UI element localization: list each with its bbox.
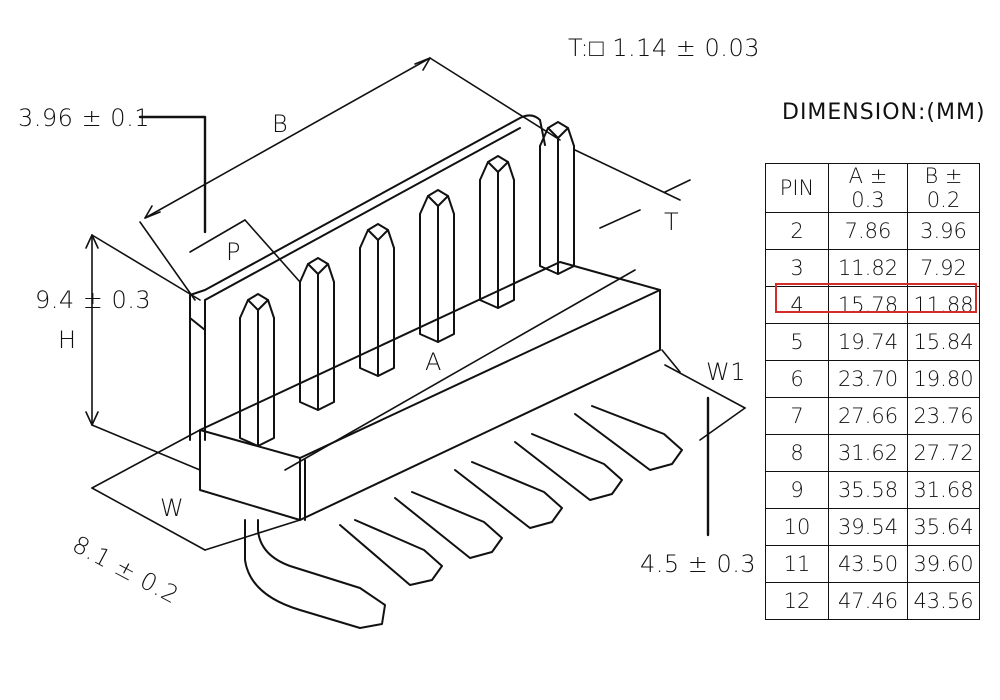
cell-pin: 5	[765, 323, 829, 361]
cell-b: 19.80	[907, 360, 980, 398]
thickness-label: T:□ 1.14 ± 0.03	[568, 34, 760, 62]
cell-a: 27.66	[828, 397, 908, 435]
pitch-tolerance-label: 3.96 ± 0.1	[18, 104, 150, 132]
table-row: 8 31.62 27.72	[765, 434, 980, 472]
cell-pin: 7	[765, 397, 829, 435]
cell-a: 7.86	[828, 212, 908, 250]
cell-b: 23.76	[907, 397, 980, 435]
dimension-table: PIN A ± 0.3 B ± 0.2 2 7.86 3.96 3 11.82 …	[765, 163, 980, 620]
pin-3	[359, 223, 395, 377]
cell-b: 15.84	[907, 323, 980, 361]
upright-pins	[239, 121, 575, 447]
dimension-a-label: A	[425, 348, 442, 376]
cell-a: 15.78	[828, 286, 908, 324]
table-row: 5 19.74 15.84	[765, 323, 980, 361]
cell-pin: 2	[765, 212, 829, 250]
cell-a: 23.70	[828, 360, 908, 398]
dimension-t-label: T	[664, 208, 680, 236]
cell-b: 43.56	[907, 582, 980, 620]
header-b: B ± 0.2	[907, 163, 980, 213]
cell-pin: 10	[765, 508, 829, 546]
pin-1	[239, 293, 275, 447]
cell-b: 35.64	[907, 508, 980, 546]
cell-a: 31.62	[828, 434, 908, 472]
header-a: A ± 0.3	[828, 163, 908, 213]
cell-b: 31.68	[907, 471, 980, 509]
table-row-highlighted: 4 15.78 11.88	[765, 286, 980, 324]
table-row: 3 11.82 7.92	[765, 249, 980, 287]
cell-a: 43.50	[828, 545, 908, 583]
cell-a: 39.54	[828, 508, 908, 546]
cell-pin: 8	[765, 434, 829, 472]
cell-b: 27.72	[907, 434, 980, 472]
dimension-p-label: P	[226, 238, 241, 266]
dimension-h-label: H	[58, 326, 77, 354]
cell-a: 47.46	[828, 582, 908, 620]
dimension-w1-label: W1	[706, 358, 746, 386]
tail-tolerance-label: 4.5 ± 0.3	[640, 550, 757, 578]
table-row: 12 47.46 43.56	[765, 582, 980, 620]
housing-back-wall	[189, 114, 546, 441]
housing-base	[199, 261, 661, 521]
header-pin: PIN	[765, 163, 829, 213]
cell-a: 35.58	[828, 471, 908, 509]
pin-5	[479, 155, 515, 309]
dimension-lines	[85, 57, 746, 551]
dimension-b-label: B	[272, 110, 289, 138]
height-tolerance-label: 9.4 ± 0.3	[35, 286, 152, 314]
pin-4	[419, 189, 455, 343]
tail-pins	[244, 405, 683, 629]
dimension-table-title: DIMENSION:(MM)	[782, 100, 986, 125]
dimension-w-label: W	[160, 494, 185, 522]
table-row: 6 23.70 19.80	[765, 360, 980, 398]
pin-2	[299, 257, 335, 411]
cell-pin: 12	[765, 582, 829, 620]
cell-pin: 3	[765, 249, 829, 287]
table-row: 7 27.66 23.76	[765, 397, 980, 435]
cell-b: 11.88	[907, 286, 980, 324]
table-row: 10 39.54 35.64	[765, 508, 980, 546]
cell-a: 11.82	[828, 249, 908, 287]
pin-6	[539, 121, 575, 275]
table-row: 2 7.86 3.96	[765, 212, 980, 250]
cell-b: 7.92	[907, 249, 980, 287]
cell-pin: 6	[765, 360, 829, 398]
cell-pin: 9	[765, 471, 829, 509]
cell-pin: 11	[765, 545, 829, 583]
cell-b: 3.96	[907, 212, 980, 250]
table-header-row: PIN A ± 0.3 B ± 0.2	[765, 163, 980, 213]
highlight-box	[775, 283, 977, 313]
table-row: 9 35.58 31.68	[765, 471, 980, 509]
cell-a: 19.74	[828, 323, 908, 361]
table-row: 11 43.50 39.60	[765, 545, 980, 583]
cell-b: 39.60	[907, 545, 980, 583]
